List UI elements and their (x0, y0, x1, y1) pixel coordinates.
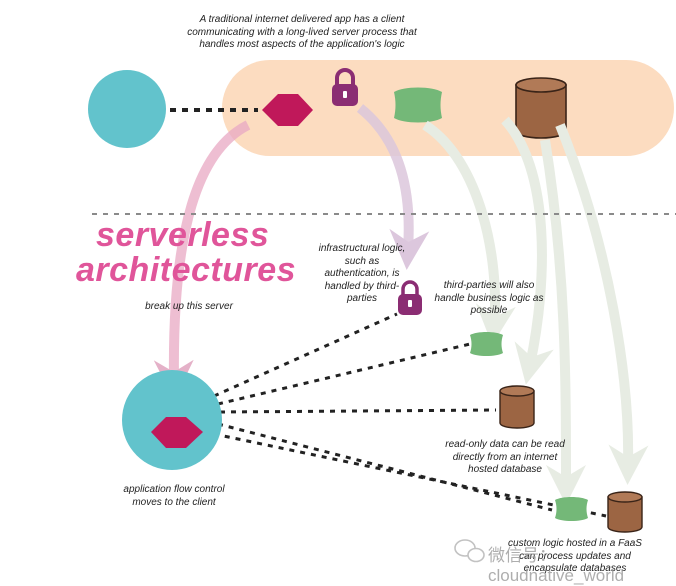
database-cylinder-icon (607, 491, 643, 533)
bowtie-icon (394, 87, 442, 123)
headline-line-1: serverless (96, 216, 270, 254)
wechat-icon (454, 539, 485, 563)
database-cylinder-icon (499, 385, 535, 429)
watermark-text: 微信号：cloudnative_world (488, 546, 625, 585)
auth-move-arrow (356, 104, 430, 270)
third-parties-note: third-parties will also handle business … (434, 280, 544, 316)
flow-control-note: application flow control moves to the cl… (123, 484, 225, 508)
lock-icon (398, 280, 422, 315)
bowtie-icon (470, 332, 503, 356)
faas-note: custom logic hosted in a FaaS can proces… (508, 538, 642, 574)
break-up-note: break up this server (145, 301, 233, 312)
read-only-note: read-only data can be read directly from… (445, 439, 565, 475)
diamond-icon (262, 94, 313, 126)
faas-move-arrow (555, 123, 649, 485)
infrastructural-note: infrastructural logic, such as authentic… (318, 243, 406, 304)
client-circle-icon (88, 70, 166, 148)
client-connections (213, 312, 607, 518)
top-caption: A traditional internet delivered app has… (187, 14, 417, 50)
db-move-arrow-1 (501, 116, 554, 385)
logic-move-arrow (153, 120, 251, 400)
lock-icon (332, 68, 358, 106)
db-move-arrow-2 (540, 139, 586, 505)
diamond-icon (151, 417, 203, 448)
business-move-arrow (422, 120, 516, 345)
bowtie-icon (555, 497, 588, 521)
headline-line-2: architectures (76, 251, 297, 289)
